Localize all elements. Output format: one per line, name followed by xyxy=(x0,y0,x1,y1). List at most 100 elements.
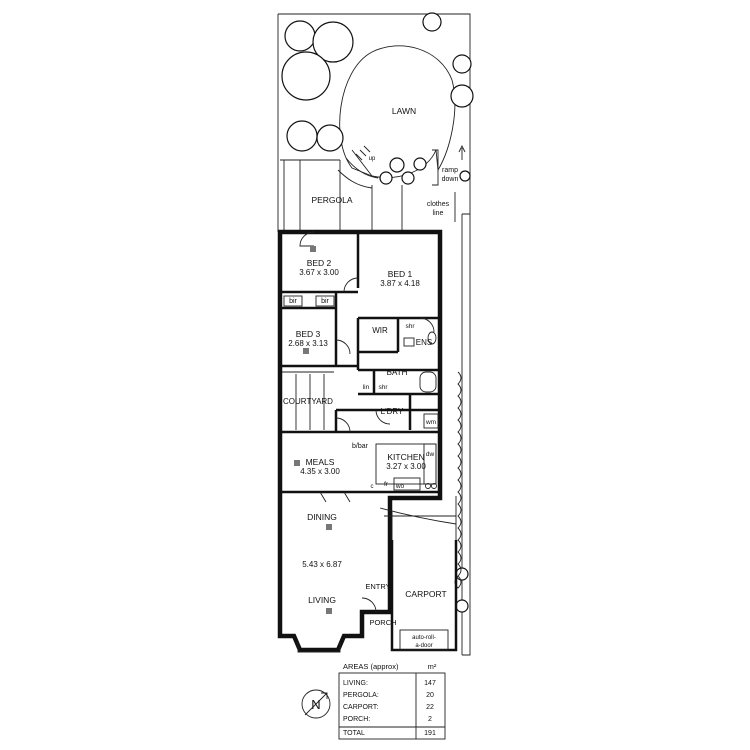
porch-label: PORCH xyxy=(369,618,396,627)
step xyxy=(359,149,367,157)
vent-icon xyxy=(310,246,316,252)
kitchen-dims: 3.27 x 3.00 xyxy=(386,462,426,471)
area-row-label: CARPORT: xyxy=(343,704,378,711)
internal-walls xyxy=(280,232,442,498)
bed2-name: BED 2 xyxy=(307,258,332,268)
area-row-label: LIVING: xyxy=(343,680,368,687)
trees xyxy=(281,12,474,613)
bath-label: BATH xyxy=(387,368,408,377)
basin-icon xyxy=(403,337,415,347)
lawn-outline xyxy=(339,45,456,178)
area-row-value: 2 xyxy=(428,716,432,723)
ramp-arrow-head xyxy=(458,144,466,153)
lawn-label: LAWN xyxy=(392,106,416,116)
bay-window xyxy=(297,642,341,653)
hotplate-icon xyxy=(431,483,437,489)
dining-label: DINING xyxy=(307,512,337,522)
step xyxy=(363,145,371,153)
garden xyxy=(277,12,474,656)
ens-label: ENS xyxy=(416,338,432,347)
tree-icon xyxy=(286,120,318,152)
area-row-label: PERGOLA: xyxy=(343,692,379,699)
hotplate-icon xyxy=(425,483,431,489)
areas-unit: m² xyxy=(428,662,437,671)
pergola-label: PERGOLA xyxy=(311,195,352,205)
robe-box xyxy=(315,295,335,307)
area-total-label: TOTAL xyxy=(343,730,365,737)
tree-icon xyxy=(455,567,469,581)
courtyard-hatch xyxy=(282,371,334,430)
door-label-1: auto-roll- xyxy=(412,635,436,641)
step xyxy=(355,153,363,161)
north-arrow-head xyxy=(321,692,328,699)
tree-icon xyxy=(450,84,474,108)
c-label: c xyxy=(371,484,374,490)
tree-icon xyxy=(316,124,344,152)
shr-ens-label: shr xyxy=(405,323,415,330)
living-label: LIVING xyxy=(308,595,336,605)
wir-label: WIR xyxy=(372,326,388,335)
bath-tub xyxy=(419,371,437,393)
dw-label: dw xyxy=(426,451,435,458)
tree-icon xyxy=(401,171,415,185)
north-arrow: N xyxy=(301,689,331,719)
tree-icon xyxy=(459,170,471,182)
ramp xyxy=(432,149,439,186)
tree-icon xyxy=(413,157,427,171)
tree-icon xyxy=(389,157,405,173)
tree-icon xyxy=(281,51,331,101)
hedge xyxy=(454,371,462,589)
bbar-label: b/bar xyxy=(352,443,369,450)
lin-label: lin xyxy=(363,384,370,391)
carport xyxy=(379,496,458,652)
clothes-line-label-1: clothes xyxy=(427,201,450,208)
tree-icon xyxy=(284,20,316,52)
area-row-value: 147 xyxy=(424,680,436,687)
area-row-value: 22 xyxy=(426,704,434,711)
up-label: up xyxy=(369,156,376,162)
fixtures xyxy=(283,246,439,614)
tree-icon xyxy=(455,599,469,613)
courtyard-label: COURTYARD xyxy=(283,397,333,406)
doors xyxy=(299,231,435,613)
shr-bath-label: shr xyxy=(378,384,388,391)
ldry-label: L'DRY xyxy=(381,407,404,416)
kitchen-counter xyxy=(423,443,437,485)
wo-label: wo xyxy=(395,483,405,490)
kitchen-name: KITCHEN xyxy=(387,452,424,462)
bed1-dims: 3.87 x 4.18 xyxy=(380,279,420,288)
oven xyxy=(393,477,421,491)
toilet-icon xyxy=(427,331,437,345)
bed2-dims: 3.67 x 3.00 xyxy=(299,268,339,277)
pergola xyxy=(280,159,403,232)
bir-label-b: bir xyxy=(321,298,329,305)
washing-machine-box xyxy=(423,413,439,429)
tree-icon xyxy=(379,171,393,185)
north-label: N xyxy=(311,697,320,712)
living-dims: 5.43 x 6.87 xyxy=(302,560,342,569)
vent-icon xyxy=(326,608,332,614)
clothes-line-label-2: line xyxy=(433,210,444,217)
entry-label: ENTRY xyxy=(365,582,390,591)
area-total-value: 191 xyxy=(424,730,436,737)
wm-label: wm xyxy=(425,419,436,426)
bed1-name: BED 1 xyxy=(388,269,413,279)
vent-icon xyxy=(294,460,300,466)
meals-name: MEALS xyxy=(306,457,335,467)
areas-frame xyxy=(338,672,446,740)
door-label-2: a-door xyxy=(415,643,432,649)
labels: LAWN up ramp down clothes line PERGOLA B… xyxy=(283,106,458,649)
areas-title: AREAS (approx) xyxy=(343,662,399,671)
fr-label: fr xyxy=(384,481,389,488)
lot-boundary xyxy=(277,13,471,656)
carport-label: CARPORT xyxy=(405,589,446,599)
bir-label-a: bir xyxy=(289,298,297,305)
bed3-name: BED 3 xyxy=(296,329,321,339)
north-circle xyxy=(301,689,331,719)
areas-table: AREAS (approx) m² LIVING: 147 PERGOLA: 2… xyxy=(338,662,446,740)
vent-icon xyxy=(303,348,309,354)
meals-dims: 4.35 x 3.00 xyxy=(300,467,340,476)
house xyxy=(277,229,458,653)
bed3-dims: 2.68 x 3.13 xyxy=(288,339,328,348)
